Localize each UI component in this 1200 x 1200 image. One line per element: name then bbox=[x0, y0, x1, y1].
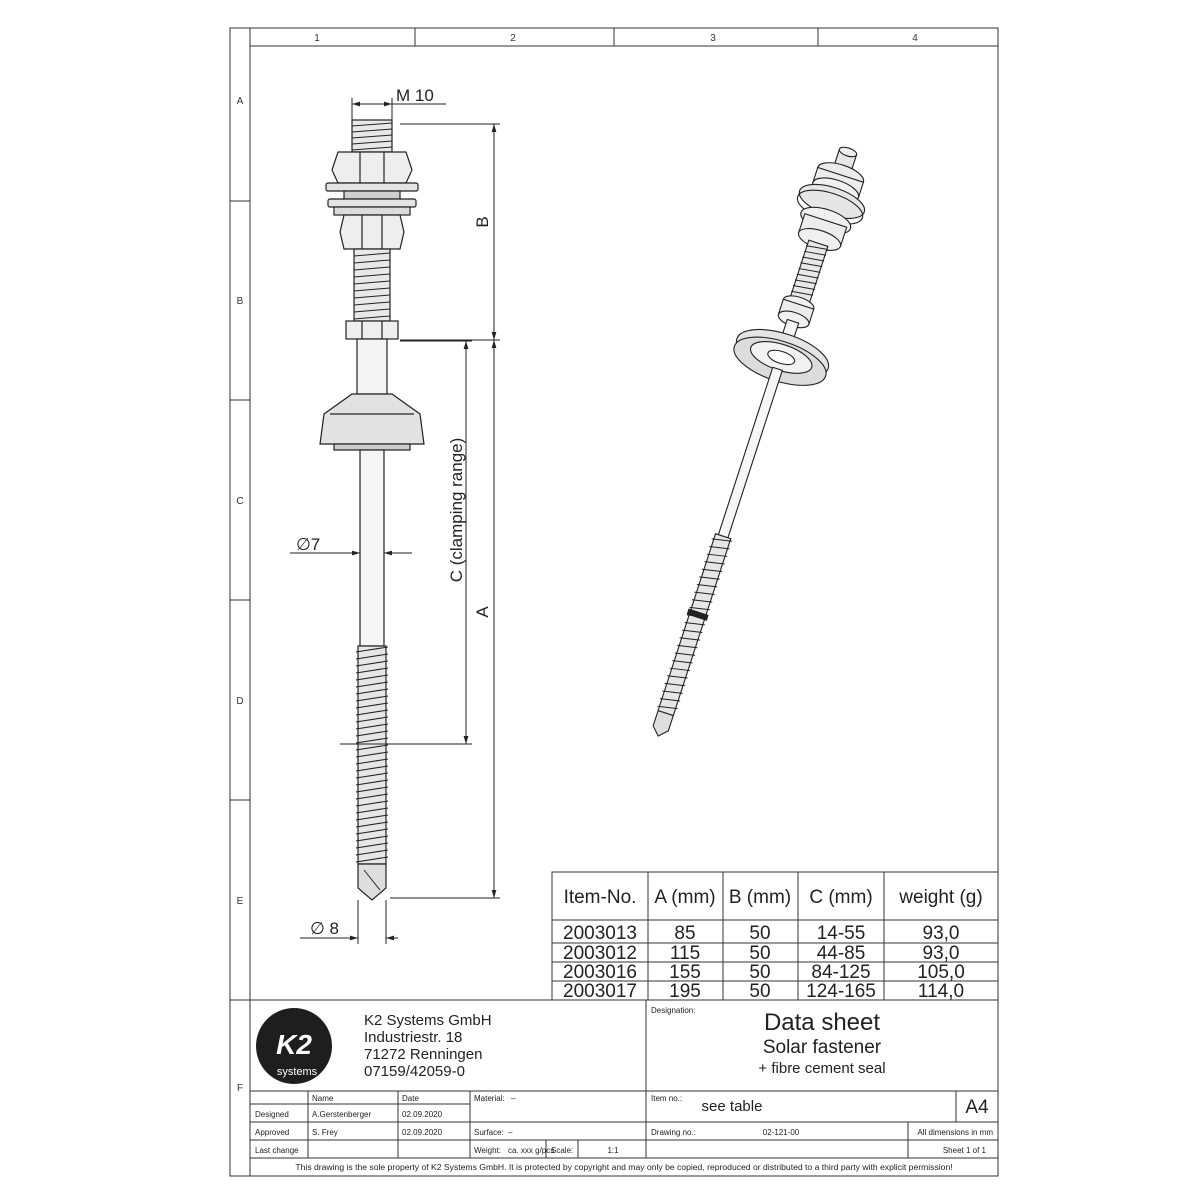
material-label: Material: bbox=[474, 1094, 505, 1103]
designation-label: Designation: bbox=[651, 1006, 695, 1015]
item-table: Item-No. A (mm) B (mm) C (mm) weight (g)… bbox=[551, 871, 999, 1002]
column-label: 1 bbox=[314, 33, 320, 44]
tip-diameter-label: ∅ 8 bbox=[310, 919, 339, 938]
drawing-no-label: Drawing no.: bbox=[651, 1128, 696, 1137]
table-cell: 93,0 bbox=[923, 923, 960, 944]
table-header: B (mm) bbox=[729, 887, 791, 908]
dimension-lines bbox=[290, 98, 500, 944]
approved-date: 02.09.2020 bbox=[402, 1128, 443, 1137]
row-label: B bbox=[237, 296, 244, 307]
table-cell: 84-125 bbox=[811, 962, 870, 983]
table-cell: 44-85 bbox=[817, 943, 866, 964]
table-cell: 85 bbox=[674, 923, 695, 944]
weight-label: Weight: bbox=[474, 1146, 501, 1155]
table-header: C (mm) bbox=[809, 887, 872, 908]
company-address: K2 Systems GmbH Industriestr. 18 71272 R… bbox=[364, 1012, 492, 1080]
table-cell: 114,0 bbox=[918, 981, 964, 1002]
drill-thread bbox=[355, 646, 389, 863]
designation: Designation: Data sheet Solar fastener +… bbox=[651, 1006, 886, 1077]
table-cell: 105,0 bbox=[917, 962, 965, 983]
designation-detail: + fibre cement seal bbox=[758, 1060, 885, 1077]
column-label: 2 bbox=[510, 33, 516, 44]
title-block-fields: Name Date Designed A.Gerstenberger 02.09… bbox=[255, 1094, 993, 1155]
table-header: A (mm) bbox=[654, 887, 715, 908]
dimension-b-label: B bbox=[473, 216, 492, 227]
designation-title: Data sheet bbox=[764, 1009, 880, 1036]
table-cell: 124-165 bbox=[806, 981, 876, 1002]
table-cell: 155 bbox=[669, 962, 701, 983]
logo-sub: systems bbox=[277, 1066, 318, 1078]
table-cell: 93,0 bbox=[923, 943, 960, 964]
dimension-labels: M 10 B C (clamping range) A ∅7 ∅ 8 bbox=[296, 86, 492, 938]
middle-thread bbox=[353, 252, 391, 320]
column-labels: 1 2 3 4 bbox=[314, 33, 918, 44]
table-cell: 195 bbox=[669, 981, 701, 1002]
row-label: C bbox=[236, 496, 243, 507]
fastener-isometric-view bbox=[652, 146, 866, 737]
designed-name: A.Gerstenberger bbox=[312, 1110, 371, 1119]
dimension-a-label: A bbox=[473, 606, 492, 618]
thread-size-label: M 10 bbox=[396, 86, 434, 105]
paper-format: A4 bbox=[965, 1097, 989, 1118]
scale-value: 1:1 bbox=[607, 1146, 619, 1155]
designed-date: 02.09.2020 bbox=[402, 1110, 443, 1119]
surface-label: Surface: bbox=[474, 1128, 504, 1137]
column-label: 4 bbox=[912, 33, 918, 44]
designation-subtitle: Solar fastener bbox=[763, 1037, 882, 1058]
designed-label: Designed bbox=[255, 1110, 289, 1119]
table-cell: 2003013 bbox=[563, 923, 637, 944]
company-logo: K2 systems bbox=[256, 1008, 332, 1084]
material-value: – bbox=[511, 1094, 516, 1103]
company-phone: 07159/42059-0 bbox=[364, 1063, 465, 1080]
drawing-no-value: 02-121-00 bbox=[763, 1128, 800, 1137]
table-cell: 50 bbox=[749, 981, 770, 1002]
copyright-notice: This drawing is the sole property of K2 … bbox=[295, 1162, 952, 1172]
row-label: F bbox=[237, 1083, 243, 1094]
company-street: Industriestr. 18 bbox=[364, 1029, 462, 1046]
column-label: 3 bbox=[710, 33, 716, 44]
name-header: Name bbox=[312, 1094, 334, 1103]
logo-brand: K2 bbox=[276, 1029, 312, 1060]
item-no-value: see table bbox=[702, 1098, 763, 1115]
stud-thread bbox=[351, 122, 393, 151]
table-cell: 50 bbox=[749, 943, 770, 964]
company-name: K2 Systems GmbH bbox=[364, 1012, 492, 1029]
row-label: D bbox=[236, 696, 243, 707]
row-labels: A B C D E F bbox=[236, 96, 243, 1094]
surface-value: – bbox=[508, 1128, 513, 1137]
table-cell: 2003012 bbox=[563, 943, 637, 964]
date-header: Date bbox=[402, 1094, 419, 1103]
iso-mid-thread bbox=[791, 245, 828, 296]
dimension-c-label: C (clamping range) bbox=[447, 438, 466, 583]
table-cell: 50 bbox=[749, 923, 770, 944]
weight-value: ca. xxx g/pcs bbox=[508, 1146, 554, 1155]
table-cell: 2003017 bbox=[563, 981, 637, 1002]
row-label: A bbox=[237, 96, 244, 107]
scale-label: Scale: bbox=[551, 1146, 573, 1155]
company-city: 71272 Renningen bbox=[364, 1046, 482, 1063]
table-cell: 14-55 bbox=[817, 923, 866, 944]
table-cell: 50 bbox=[749, 962, 770, 983]
units-note: All dimensions in mm bbox=[917, 1128, 993, 1137]
table-cell: 2003016 bbox=[563, 962, 637, 983]
sheet-frame bbox=[229, 27, 999, 1177]
item-no-label: Item no.: bbox=[651, 1094, 682, 1103]
approved-name: S. Frey bbox=[312, 1128, 338, 1137]
row-label: E bbox=[237, 896, 244, 907]
table-header: weight (g) bbox=[898, 887, 982, 908]
sheet-number: Sheet 1 of 1 bbox=[943, 1146, 987, 1155]
table-header: Item-No. bbox=[564, 887, 637, 908]
fastener-side-view bbox=[319, 119, 425, 901]
shaft-diameter-label: ∅7 bbox=[296, 535, 320, 554]
table-cell: 115 bbox=[670, 943, 700, 964]
approved-label: Approved bbox=[255, 1128, 289, 1137]
title-block-grid bbox=[250, 999, 998, 1159]
last-change-label: Last change bbox=[255, 1146, 299, 1155]
